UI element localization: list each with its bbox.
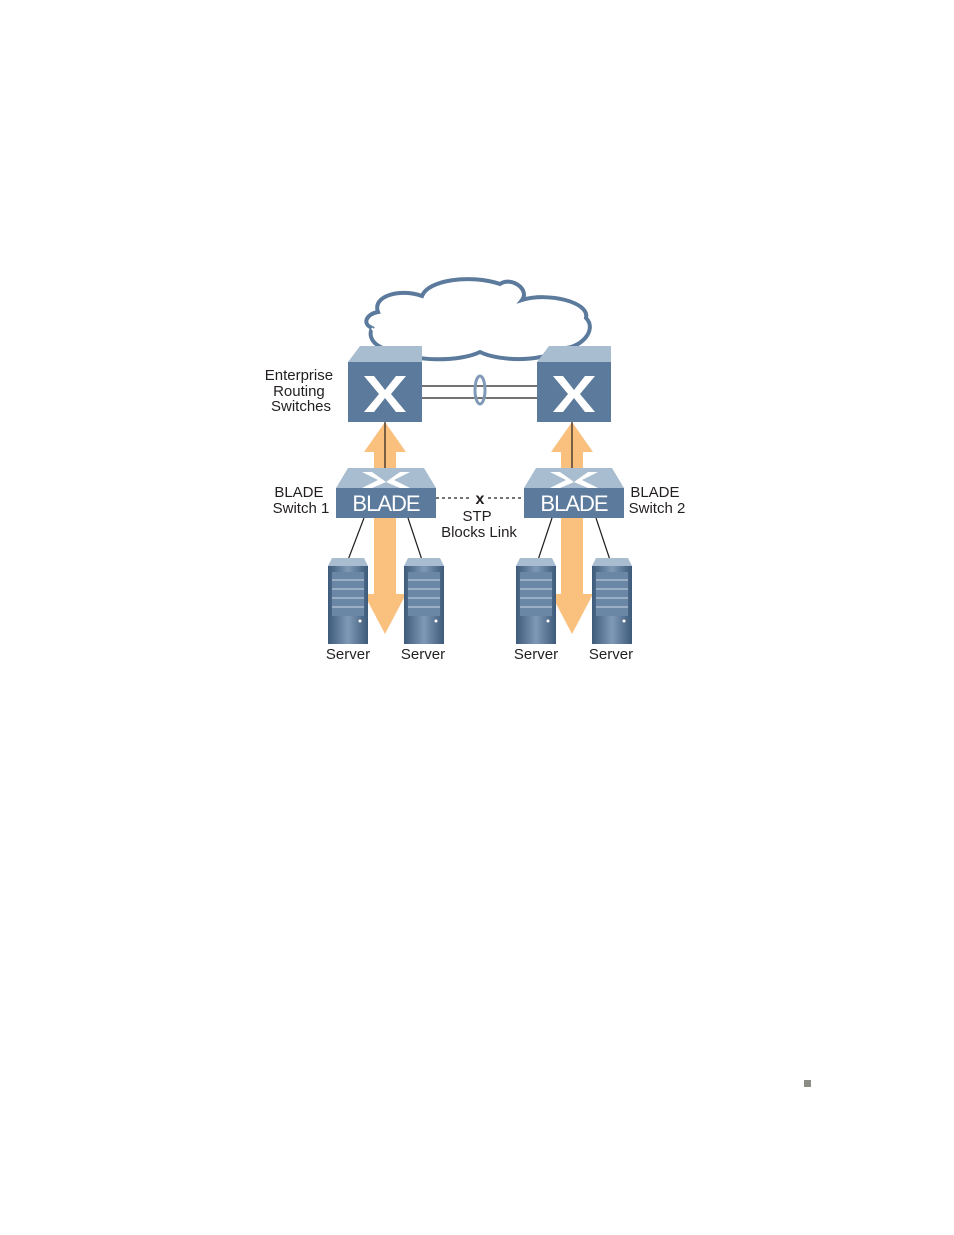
switch-cross-icon xyxy=(364,376,406,412)
blade-logo: BLADE xyxy=(540,491,607,516)
server-label-2: Server xyxy=(401,646,445,663)
page-marker xyxy=(804,1080,811,1087)
routing-switch-left xyxy=(348,346,422,422)
downlink-arrow-right xyxy=(551,518,593,634)
routing-trunk-link xyxy=(422,374,537,406)
server-label-1: Server xyxy=(326,646,370,663)
server-label-4: Server xyxy=(589,646,633,663)
switch-cross-icon xyxy=(553,376,595,412)
blade-logo: BLADE xyxy=(352,491,419,516)
server-tower-4 xyxy=(592,558,632,644)
blade-switch-2: BLADE xyxy=(524,468,624,518)
trunk-loop-icon xyxy=(473,374,487,406)
downlink-arrow-left xyxy=(364,518,406,634)
server-tower-3 xyxy=(516,558,556,644)
server-label-3: Server xyxy=(514,646,558,663)
blade-switch-1: BLADE xyxy=(336,468,436,518)
routing-switches-label: Enterprise Routing Switches xyxy=(265,367,338,415)
server-tower-2 xyxy=(404,558,444,644)
stp-blocked-link: x xyxy=(436,491,524,508)
server-tower-1 xyxy=(328,558,368,644)
routing-switch-right xyxy=(537,346,611,422)
blocked-mark: x xyxy=(476,491,485,508)
blade-switch-2-label: BLADE Switch 2 xyxy=(629,484,686,517)
blade-switch-1-label: BLADE Switch 1 xyxy=(273,484,330,517)
stp-label: STP Blocks Link xyxy=(441,508,517,541)
